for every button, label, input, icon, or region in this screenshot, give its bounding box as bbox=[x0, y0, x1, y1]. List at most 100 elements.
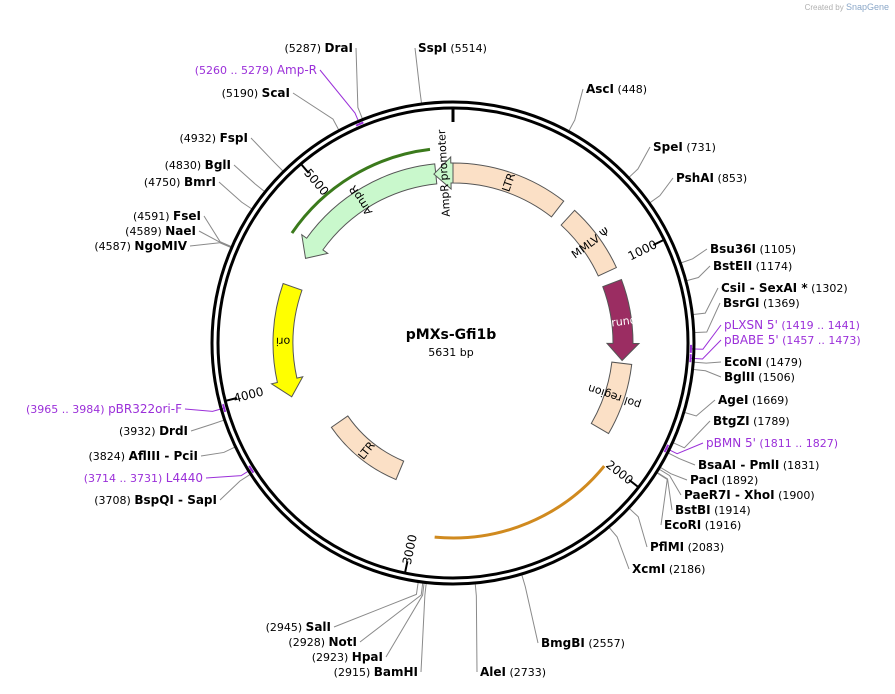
site-label-noti: (2928) NotI bbox=[288, 635, 357, 649]
feature-label-ampr-promoter: AmpR promoter bbox=[435, 129, 453, 217]
tick-1000 bbox=[652, 238, 665, 246]
tick-3000 bbox=[403, 561, 409, 574]
feature-mmlv bbox=[560, 209, 618, 277]
tick-5000 bbox=[300, 163, 310, 174]
site-label-sali: (2945) SalI bbox=[266, 620, 331, 634]
site-label-econi: EcoNI (1479) bbox=[724, 355, 802, 369]
site-label-bstbi: BstBI (1914) bbox=[675, 503, 751, 517]
site-label-bsteii: BstEII (1174) bbox=[713, 259, 792, 273]
site-label-bmgbi: BmgBI (2557) bbox=[541, 636, 625, 650]
site-label-bsu36i: Bsu36I (1105) bbox=[710, 242, 796, 256]
primer-label-pbabe-5: pBABE 5' (1457 .. 1473) bbox=[724, 333, 861, 347]
site-label-bmri: (4750) BmrI bbox=[144, 175, 216, 189]
site-leader-pshai bbox=[648, 177, 674, 204]
site-label-ecori: EcoRI (1916) bbox=[664, 518, 741, 532]
tick-label-3000: 3000 bbox=[400, 533, 420, 566]
plasmid-name: pMXs-Gfi1b bbox=[405, 327, 497, 343]
site-leader-btgzi bbox=[672, 420, 711, 449]
primer-leader-pbr322ori-f bbox=[184, 407, 225, 412]
site-label-agei: AgeI (1669) bbox=[718, 393, 789, 407]
site-label-bamhi: (2915) BamHI bbox=[334, 665, 418, 679]
feature-ori bbox=[270, 282, 304, 398]
site-label-bglii: BglII (1506) bbox=[724, 370, 795, 384]
site-leader-bsteii bbox=[685, 265, 711, 282]
primer-label-plxsn-5: pLXSN 5' (1419 .. 1441) bbox=[724, 318, 860, 332]
site-label-ngomiv: (4587) NgoMIV bbox=[94, 239, 187, 253]
site-label-alei: AleI (2733) bbox=[480, 665, 546, 679]
site-label-csii-sexai: CsiI - SexAI * (1302) bbox=[721, 281, 848, 295]
site-leader-scai bbox=[292, 92, 340, 131]
site-leader-paer7i-xhoi bbox=[658, 468, 682, 496]
primer-leader-amp-r bbox=[319, 69, 361, 125]
site-leader-alei bbox=[474, 582, 478, 673]
site-leader-sspi bbox=[414, 47, 423, 105]
site-label-bspqi-sapi: (3708) BspQI - SapI bbox=[94, 493, 217, 507]
site-leader-bamhi bbox=[420, 582, 427, 673]
site-label-hpai: (2923) HpaI bbox=[312, 650, 383, 664]
tick-4000 bbox=[225, 397, 238, 402]
site-label-paci: PacI (1892) bbox=[690, 473, 758, 487]
site-label-drai: (5287) DraI bbox=[284, 41, 353, 55]
feature-gag-truncated bbox=[602, 278, 641, 362]
site-leader-bsrgi bbox=[693, 302, 721, 334]
site-leader-econi bbox=[693, 361, 722, 364]
site-leader-drai bbox=[355, 47, 364, 120]
primer-leader-l4440 bbox=[205, 468, 252, 479]
primer-mark-pbmn-5 bbox=[663, 444, 670, 453]
site-label-fsei: (4591) FseI bbox=[133, 209, 201, 223]
feature-ltr1 bbox=[330, 415, 405, 481]
site-leader-asci bbox=[568, 88, 584, 132]
site-label-spei: SpeI (731) bbox=[653, 140, 716, 154]
feature-ampr bbox=[301, 163, 438, 260]
site-label-paer7i-xhoi: PaeR7I - XhoI (1900) bbox=[684, 488, 815, 502]
site-leader-fspi bbox=[250, 137, 284, 173]
site-label-bsaai-pmli: BsaAI - PmlI (1831) bbox=[698, 458, 819, 472]
site-leader-ecori bbox=[656, 472, 668, 526]
site-label-afliii-pcii: (3824) AflIII - PciI bbox=[89, 449, 198, 463]
site-leader-bgli bbox=[233, 164, 266, 193]
site-leader-bmri bbox=[218, 181, 253, 210]
backbone-outer bbox=[210, 100, 696, 586]
feature-label-ltr0: LTR bbox=[500, 171, 519, 194]
primer-mark-l4440 bbox=[248, 465, 255, 474]
site-leader-bstbi bbox=[656, 471, 673, 511]
site-leader-naei bbox=[198, 230, 232, 248]
feature-ltr0 bbox=[452, 162, 565, 218]
primer-label-amp-r: (5260 .. 5279) Amp-R bbox=[195, 63, 317, 77]
site-leader-bglii bbox=[692, 368, 722, 378]
primer-span-arc bbox=[434, 465, 606, 540]
site-label-pshai: PshAI (853) bbox=[676, 171, 747, 185]
primer-mark-amp-r bbox=[355, 121, 364, 127]
credit-text: Created by bbox=[804, 3, 844, 12]
site-leader-paci bbox=[659, 466, 688, 481]
site-leader-xcmi bbox=[608, 526, 630, 570]
site-label-sspi: SspI (5514) bbox=[418, 41, 487, 55]
primer-label-pbr322ori-f: (3965 .. 3984) pBR322ori-F bbox=[26, 402, 182, 416]
site-leader-fsei bbox=[203, 215, 233, 248]
tick-2000 bbox=[628, 479, 640, 489]
tick-label-2000: 2000 bbox=[603, 458, 636, 488]
ampr-highlight-arc bbox=[290, 147, 431, 234]
tick-label-1000: 1000 bbox=[626, 237, 660, 263]
site-leader-drdi bbox=[190, 419, 225, 432]
site-leader-bsu36i bbox=[680, 248, 708, 264]
site-leader-ngomiv bbox=[189, 242, 232, 249]
feature-label-ori: ori bbox=[276, 335, 290, 348]
site-label-xcmi: XcmI (2186) bbox=[632, 562, 705, 576]
site-leader-noti bbox=[359, 582, 424, 643]
primer-label-l4440: (3714 .. 3731) L4440 bbox=[84, 471, 203, 485]
site-leader-pflmi bbox=[628, 507, 648, 548]
feature-ampr-promoter bbox=[433, 155, 454, 191]
site-leader-agei bbox=[683, 399, 716, 417]
site-leader-bspqi-sapi bbox=[219, 473, 252, 501]
site-label-asci: AscI (448) bbox=[586, 82, 647, 96]
site-label-pflmi: PflMI (2083) bbox=[650, 540, 724, 554]
primer-label-pbmn-5: pBMN 5' (1811 .. 1827) bbox=[706, 436, 838, 450]
site-leader-csii-sexai bbox=[692, 287, 719, 316]
site-label-naei: (4589) NaeI bbox=[125, 224, 196, 238]
site-leader-afliii-pcii bbox=[200, 446, 236, 457]
site-leader-hpai bbox=[385, 582, 425, 658]
site-leader-bmgbi bbox=[521, 573, 539, 644]
snapgene-logo: SnapGene bbox=[845, 2, 889, 12]
